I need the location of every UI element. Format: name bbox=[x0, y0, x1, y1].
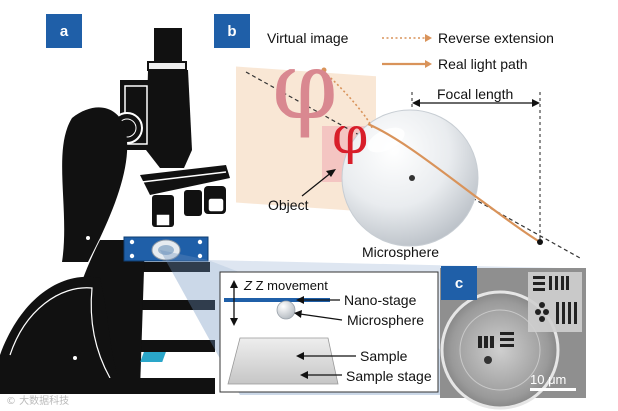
sample-stage-plate bbox=[227, 337, 339, 385]
object-pointer bbox=[301, 171, 333, 197]
sample-chip bbox=[140, 352, 166, 362]
scale-bar-label: 10 μm bbox=[530, 372, 567, 387]
real-light-path-ray bbox=[367, 122, 541, 243]
microsphere-inset bbox=[276, 300, 296, 320]
sample-label: Sample bbox=[360, 348, 408, 364]
microsphere-label: Microsphere bbox=[362, 244, 440, 260]
reverse-extension-label: Reverse extension bbox=[438, 30, 554, 46]
object-label: Object bbox=[268, 197, 309, 213]
object-phi-glyph: φ bbox=[332, 106, 369, 166]
microscope-arm bbox=[62, 107, 128, 262]
micrograph bbox=[440, 268, 586, 410]
focal-length-label: Focal length bbox=[437, 86, 514, 102]
z-movement-text: Z movement bbox=[255, 278, 328, 293]
stage-schematic bbox=[140, 271, 439, 393]
microsphere-inset-label: Microsphere bbox=[347, 312, 425, 328]
virtual-image-label: Virtual image bbox=[267, 30, 349, 46]
real-light-path-label: Real light path bbox=[438, 56, 528, 72]
virtual-phi-glyph: φ bbox=[272, 32, 338, 141]
sample-stage-label: Sample stage bbox=[346, 368, 432, 384]
scale-bar bbox=[530, 388, 576, 391]
nano-stage-label: Nano-stage bbox=[344, 292, 417, 308]
panel-label-b: b bbox=[214, 14, 250, 48]
optics-diagram bbox=[236, 34, 581, 259]
microscope bbox=[0, 28, 230, 394]
microscope-base bbox=[0, 378, 215, 394]
panel-label-c: c bbox=[441, 266, 477, 300]
watermark: © 大数据科技 bbox=[6, 396, 70, 407]
z-movement-label: Z Z movement bbox=[244, 278, 328, 293]
panel-label-a: a bbox=[46, 14, 82, 48]
nano-stage-bar bbox=[224, 298, 330, 302]
microscope-head bbox=[146, 70, 192, 168]
